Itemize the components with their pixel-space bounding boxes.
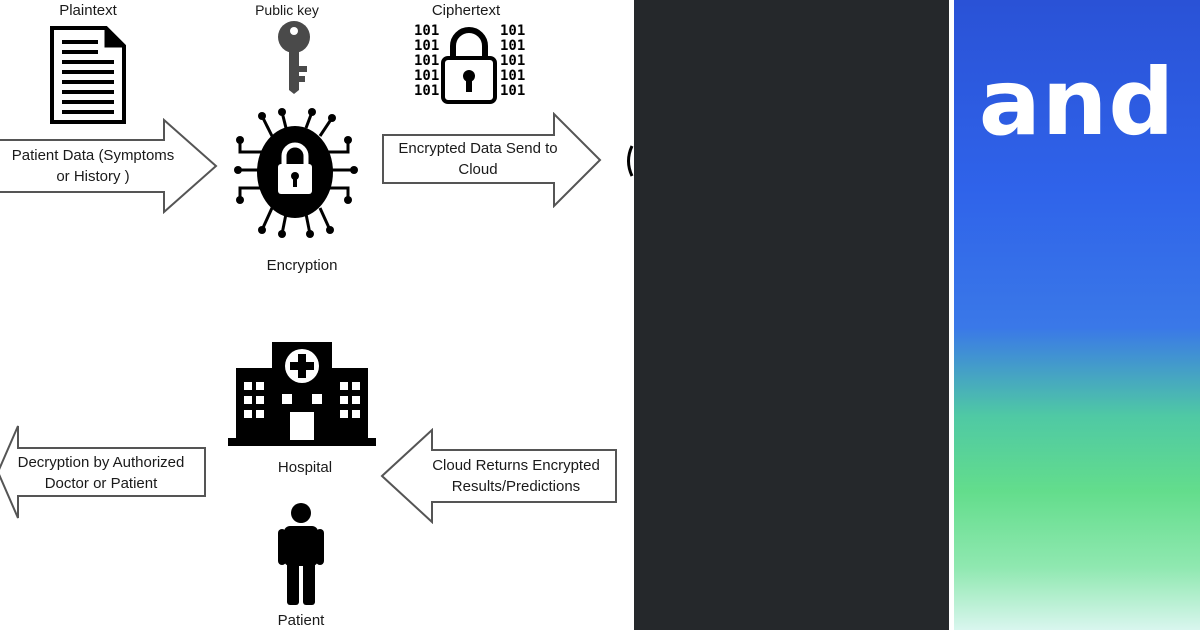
binary-lock-icon: 101 101 101 101 101 101 101 101 101 101 xyxy=(414,23,526,104)
binary-digits: 101 xyxy=(414,83,440,99)
person-icon xyxy=(278,503,324,605)
patient-data-arrow-text: Patient Data (Symptoms or History ) xyxy=(2,145,184,187)
binary-digits: 101 xyxy=(500,23,526,39)
cloud-returns-line-1: Cloud Returns Encrypted xyxy=(432,457,600,474)
cloud-returns-arrow xyxy=(380,428,617,524)
encrypted-send-line-1: Encrypted Data Send to xyxy=(398,140,558,157)
ciphertext-label: Ciphertext xyxy=(431,2,501,19)
hospital-label: Hospital xyxy=(277,459,333,476)
binary-digits: 101 xyxy=(414,23,440,39)
encryption-label: Encryption xyxy=(266,257,338,274)
decryption-line-1: Decryption by Authorized xyxy=(17,454,185,471)
encrypted-send-line-2: Cloud xyxy=(458,161,498,178)
patient-data-line-1: Patient Data (Symptoms xyxy=(11,147,175,164)
patient-label: Patient xyxy=(277,612,325,629)
diagram: Plaintext Public key Ciphertext 101 101 xyxy=(0,2,634,629)
circuit-lock-icon xyxy=(234,108,358,238)
patient-data-arrow xyxy=(0,118,218,214)
plaintext-label: Plaintext xyxy=(59,2,117,19)
binary-digits: 101 xyxy=(500,38,526,54)
dark-panel xyxy=(634,0,949,630)
cloud-returns-arrow-text: Cloud Returns Encrypted Results/Predicti… xyxy=(418,455,614,497)
binary-digits: 101 xyxy=(414,53,440,69)
patient-data-line-2: or History ) xyxy=(56,168,130,185)
binary-digits: 101 xyxy=(500,53,526,69)
document-icon xyxy=(50,26,126,124)
binary-digits: 101 xyxy=(500,68,526,84)
gradient-panel: and xyxy=(954,0,1200,630)
gradient-panel-text: and xyxy=(978,49,1176,156)
binary-digits: 101 xyxy=(414,38,440,54)
decryption-arrow-text: Decryption by Authorized Doctor or Patie… xyxy=(6,452,196,494)
binary-digits: 101 xyxy=(500,83,526,99)
decryption-line-2: Doctor or Patient xyxy=(44,475,158,492)
lock-icon xyxy=(441,27,497,104)
public-key-label: Public key xyxy=(255,2,319,18)
cloud-edge-icon xyxy=(627,145,634,177)
encrypted-send-arrow-text: Encrypted Data Send to Cloud xyxy=(388,138,568,180)
hospital-icon xyxy=(228,342,376,446)
cloud-returns-line-2: Results/Predictions xyxy=(451,478,581,495)
encrypted-send-arrow xyxy=(382,112,602,208)
key-icon xyxy=(278,21,310,94)
binary-digits: 101 xyxy=(414,68,440,84)
panel-divider xyxy=(949,0,954,630)
decryption-arrow xyxy=(0,425,206,519)
